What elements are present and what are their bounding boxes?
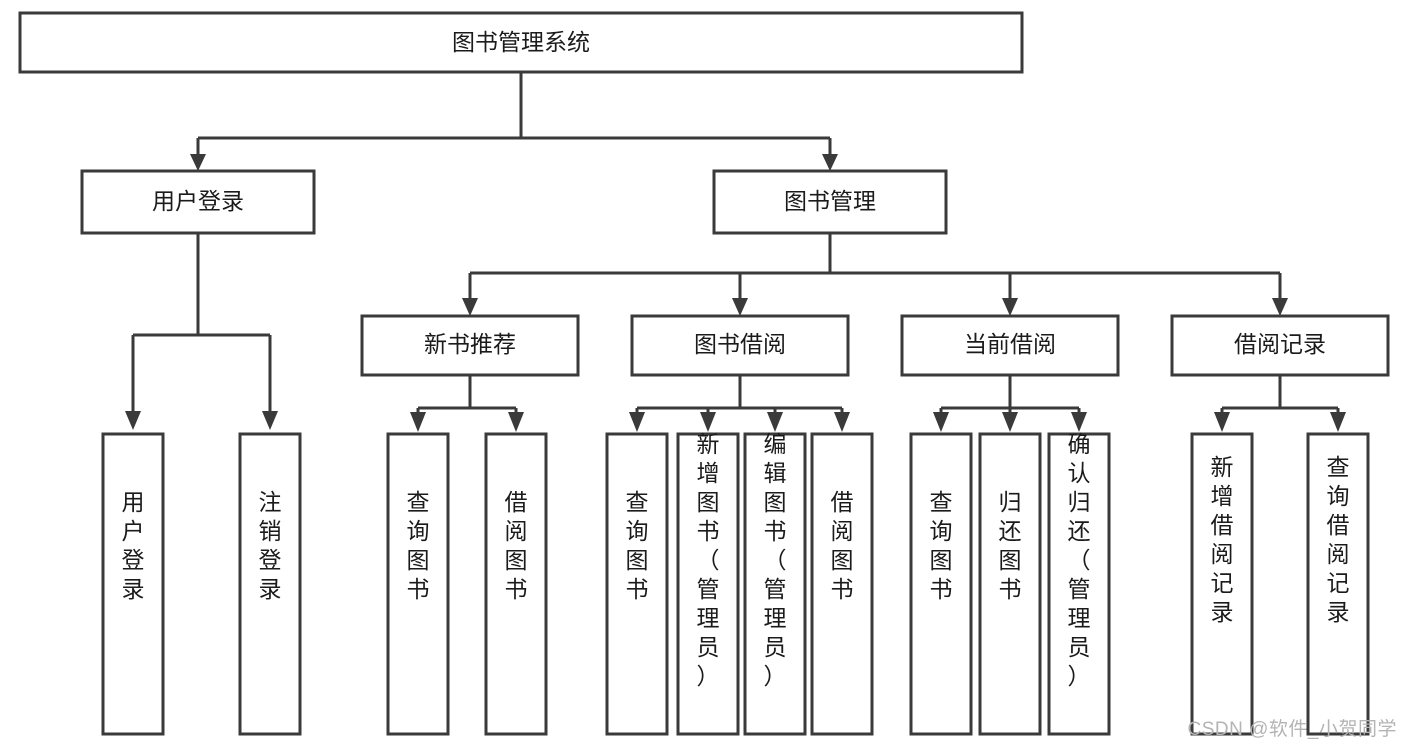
node-leaf-query-book-current[interactable]: 查询图书	[909, 432, 973, 736]
node-book-borrow-label: 图书借阅	[694, 331, 786, 357]
node-leaf-query-record-label: 查询借阅记录	[1327, 454, 1350, 625]
node-user-login[interactable]: 用户登录	[80, 169, 316, 235]
node-leaf-query-book-borrow-box[interactable]	[605, 432, 669, 736]
node-borrow-record[interactable]: 借阅记录	[1170, 314, 1390, 377]
node-book-borrow[interactable]: 图书借阅	[630, 314, 850, 377]
node-leaf-borrow-book-rec-label: 借阅图书	[505, 489, 528, 602]
arrowhead-book-borrow	[732, 298, 748, 316]
arrowhead-current-borrow	[1002, 298, 1018, 316]
node-new-book-recommend[interactable]: 新书推荐	[360, 314, 580, 377]
arrowhead-leaf-return-book	[1002, 412, 1018, 432]
connector-layer	[125, 72, 1346, 432]
arrowhead-leaf-borrow-book	[834, 412, 850, 432]
node-leaf-add-book-label: 新增图书（管理员）	[697, 431, 720, 689]
node-new-book-recommend-box[interactable]	[360, 314, 580, 377]
node-leaf-query-book-borrow-label: 查询图书	[626, 489, 649, 602]
node-leaf-logout-label: 注销登录	[259, 489, 282, 602]
node-leaf-add-record-label: 新增借阅记录	[1211, 454, 1234, 625]
node-leaf-query-record[interactable]: 查询借阅记录	[1306, 432, 1370, 736]
arrowhead-leaf-logout	[262, 411, 278, 430]
node-leaf-return-book[interactable]: 归还图书	[978, 432, 1042, 736]
node-leaf-add-book-box[interactable]	[676, 432, 740, 736]
node-leaf-query-book-rec[interactable]: 查询图书	[386, 432, 450, 736]
node-book-manage-label: 图书管理	[784, 188, 876, 214]
node-leaf-query-record-box[interactable]	[1306, 432, 1370, 736]
node-leaf-add-record-box[interactable]	[1190, 432, 1254, 736]
node-leaf-add-record[interactable]: 新增借阅记录	[1190, 432, 1254, 736]
arrowhead-leaf-user-login	[125, 411, 141, 430]
node-leaf-add-book[interactable]: 新增图书（管理员）	[676, 431, 740, 736]
node-leaf-logout[interactable]: 注销登录	[238, 432, 302, 736]
node-leaf-confirm-return-label: 确认归还（管理员）	[1068, 431, 1091, 689]
node-leaf-query-book-current-box[interactable]	[909, 432, 973, 736]
arrowhead-new-book-recommend	[462, 298, 478, 316]
node-leaf-user-login-label: 用户登录	[122, 489, 145, 602]
node-leaf-query-book-rec-box[interactable]	[386, 432, 450, 736]
node-new-book-recommend-label: 新书推荐	[424, 331, 516, 357]
node-leaf-borrow-book[interactable]: 借阅图书	[810, 432, 874, 736]
node-book-manage[interactable]: 图书管理	[712, 169, 948, 235]
node-leaf-edit-book-label: 编辑图书（管理员）	[764, 431, 787, 689]
node-leaf-return-book-box[interactable]	[978, 432, 1042, 736]
node-leaf-borrow-book-rec[interactable]: 借阅图书	[484, 432, 548, 736]
node-current-borrow[interactable]: 当前借阅	[900, 314, 1120, 377]
node-leaf-return-book-label: 归还图书	[999, 489, 1022, 602]
arrowhead-leaf-borrow-book-rec	[508, 412, 524, 432]
node-leaf-logout-box[interactable]	[238, 432, 302, 736]
node-borrow-record-box[interactable]	[1170, 314, 1390, 377]
node-leaf-confirm-return-box[interactable]	[1047, 432, 1111, 736]
node-leaf-query-book-current-label: 查询图书	[930, 489, 953, 602]
arrowhead-leaf-add-book	[700, 412, 716, 432]
arrowhead-leaf-query-book-borrow	[629, 412, 645, 432]
arrowhead-leaf-query-book-current	[933, 412, 949, 432]
arrowhead-leaf-add-record	[1214, 412, 1230, 432]
node-leaf-borrow-book-label: 借阅图书	[831, 489, 854, 602]
node-leaf-borrow-book-rec-box[interactable]	[484, 432, 548, 736]
node-book-manage-box[interactable]	[712, 169, 948, 235]
node-root-box[interactable]	[18, 11, 1024, 74]
node-leaf-edit-book[interactable]: 编辑图书（管理员）	[743, 431, 807, 736]
node-leaf-edit-book-box[interactable]	[743, 432, 807, 736]
node-current-borrow-box[interactable]	[900, 314, 1120, 377]
node-leaf-query-book-borrow[interactable]: 查询图书	[605, 432, 669, 736]
node-leaf-confirm-return[interactable]: 确认归还（管理员）	[1047, 431, 1111, 736]
node-user-login-label: 用户登录	[152, 188, 244, 214]
arrowhead-leaf-query-book-rec	[410, 412, 426, 432]
arrowhead-leaf-confirm-return	[1071, 412, 1087, 432]
arrowhead-borrow-record	[1272, 298, 1288, 316]
node-current-borrow-label: 当前借阅	[964, 331, 1056, 357]
node-borrow-record-label: 借阅记录	[1234, 331, 1326, 357]
node-leaf-user-login[interactable]: 用户登录	[101, 432, 165, 736]
arrowhead-user-login	[190, 154, 206, 171]
arrowhead-leaf-query-record	[1330, 412, 1346, 432]
node-book-borrow-box[interactable]	[630, 314, 850, 377]
node-root-label: 图书管理系统	[452, 29, 590, 55]
node-leaf-borrow-book-box[interactable]	[810, 432, 874, 736]
node-root[interactable]: 图书管理系统	[18, 11, 1024, 74]
node-user-login-box[interactable]	[80, 169, 316, 235]
node-leaf-user-login-box[interactable]	[101, 432, 165, 736]
arrowhead-book-manage	[822, 154, 838, 171]
arrowhead-leaf-edit-book	[767, 412, 783, 432]
node-leaf-query-book-rec-label: 查询图书	[407, 489, 430, 602]
